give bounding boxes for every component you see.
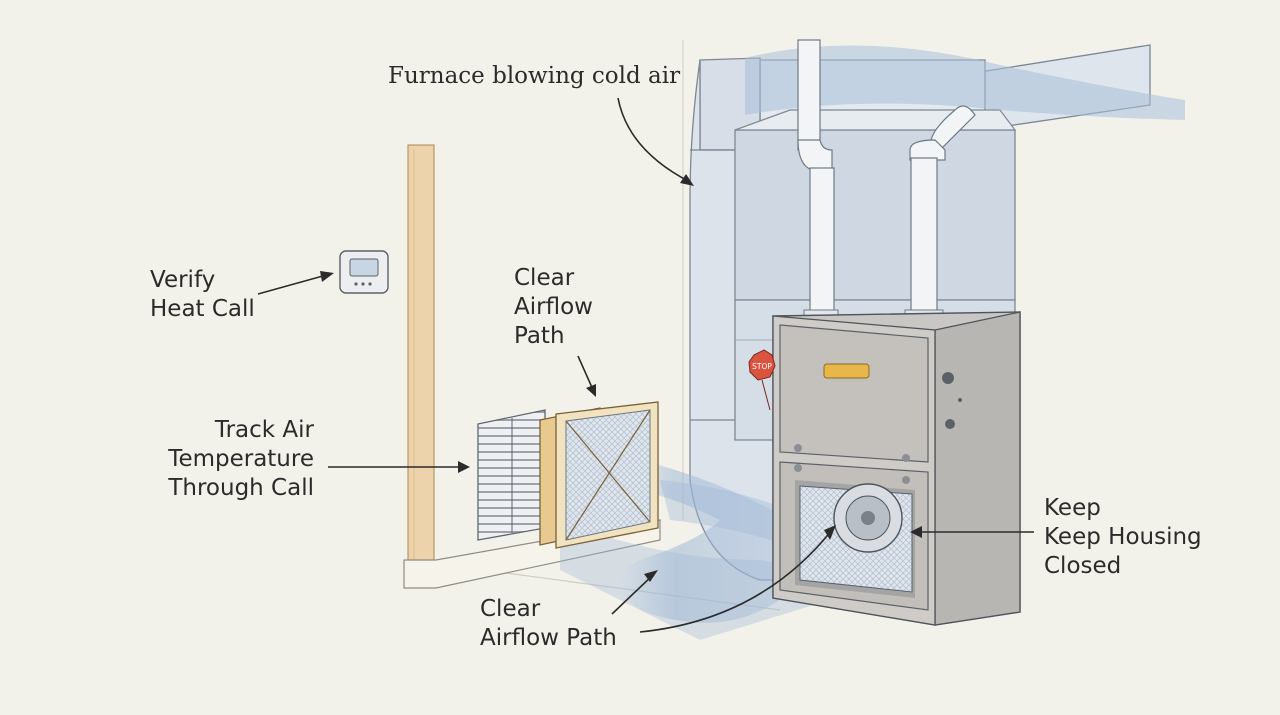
keep-line-1: Keep [1044,495,1101,521]
arrowhead [320,271,334,282]
title-label: Furnace blowing cold air [388,62,680,91]
arrowhead [824,525,836,540]
arrowhead [680,174,694,186]
keep-line-3: Closed [1044,553,1122,579]
return-grille [477,409,546,541]
track-line-3: Through Call [168,475,314,501]
vent-pipe-right [904,105,976,321]
track-air-temperature-label: Track Air Temperature Through Call [150,416,314,503]
blower-assembly [795,480,915,598]
clear-top-line-1: Clear [514,265,575,291]
arrowhead [586,384,596,397]
arrow-to-duct [617,97,691,183]
arrow-to-thermostat [257,273,331,295]
stop-sign-text: STOP [752,362,772,371]
keep-housing-closed-label: Keep Keep Housing Closed [1044,494,1202,581]
clear-top-line-2: Airflow [514,294,593,320]
stop-sign-icon: STOP [748,349,776,411]
verify-line-1: Verify [150,267,216,293]
arrow-to-blower-path [639,529,833,633]
arrow-to-floor [611,573,655,615]
cold-airflow [560,45,1185,640]
title-text: Furnace blowing cold air [388,63,681,89]
air-filter [539,401,659,549]
clear-bottom-line-2: Airflow Path [480,625,617,651]
verify-heat-call-label: Verify Heat Call [150,266,255,324]
arrowhead [644,570,658,582]
verify-line-2: Heat Call [150,296,255,322]
arrowhead [458,461,470,473]
thermostat-icon [339,250,389,294]
clear-airflow-path-top-label: Clear Airflow Path [514,264,593,351]
warning-badge [823,363,870,379]
clear-top-line-3: Path [514,323,565,349]
keep-line-2: Keep Housing [1044,524,1202,550]
clear-bottom-line-1: Clear [480,596,541,622]
arrowhead [910,526,922,538]
track-line-1: Track Air [214,417,314,443]
clear-airflow-path-bottom-label: Clear Airflow Path [480,595,617,653]
track-line-2: Temperature [168,446,314,472]
